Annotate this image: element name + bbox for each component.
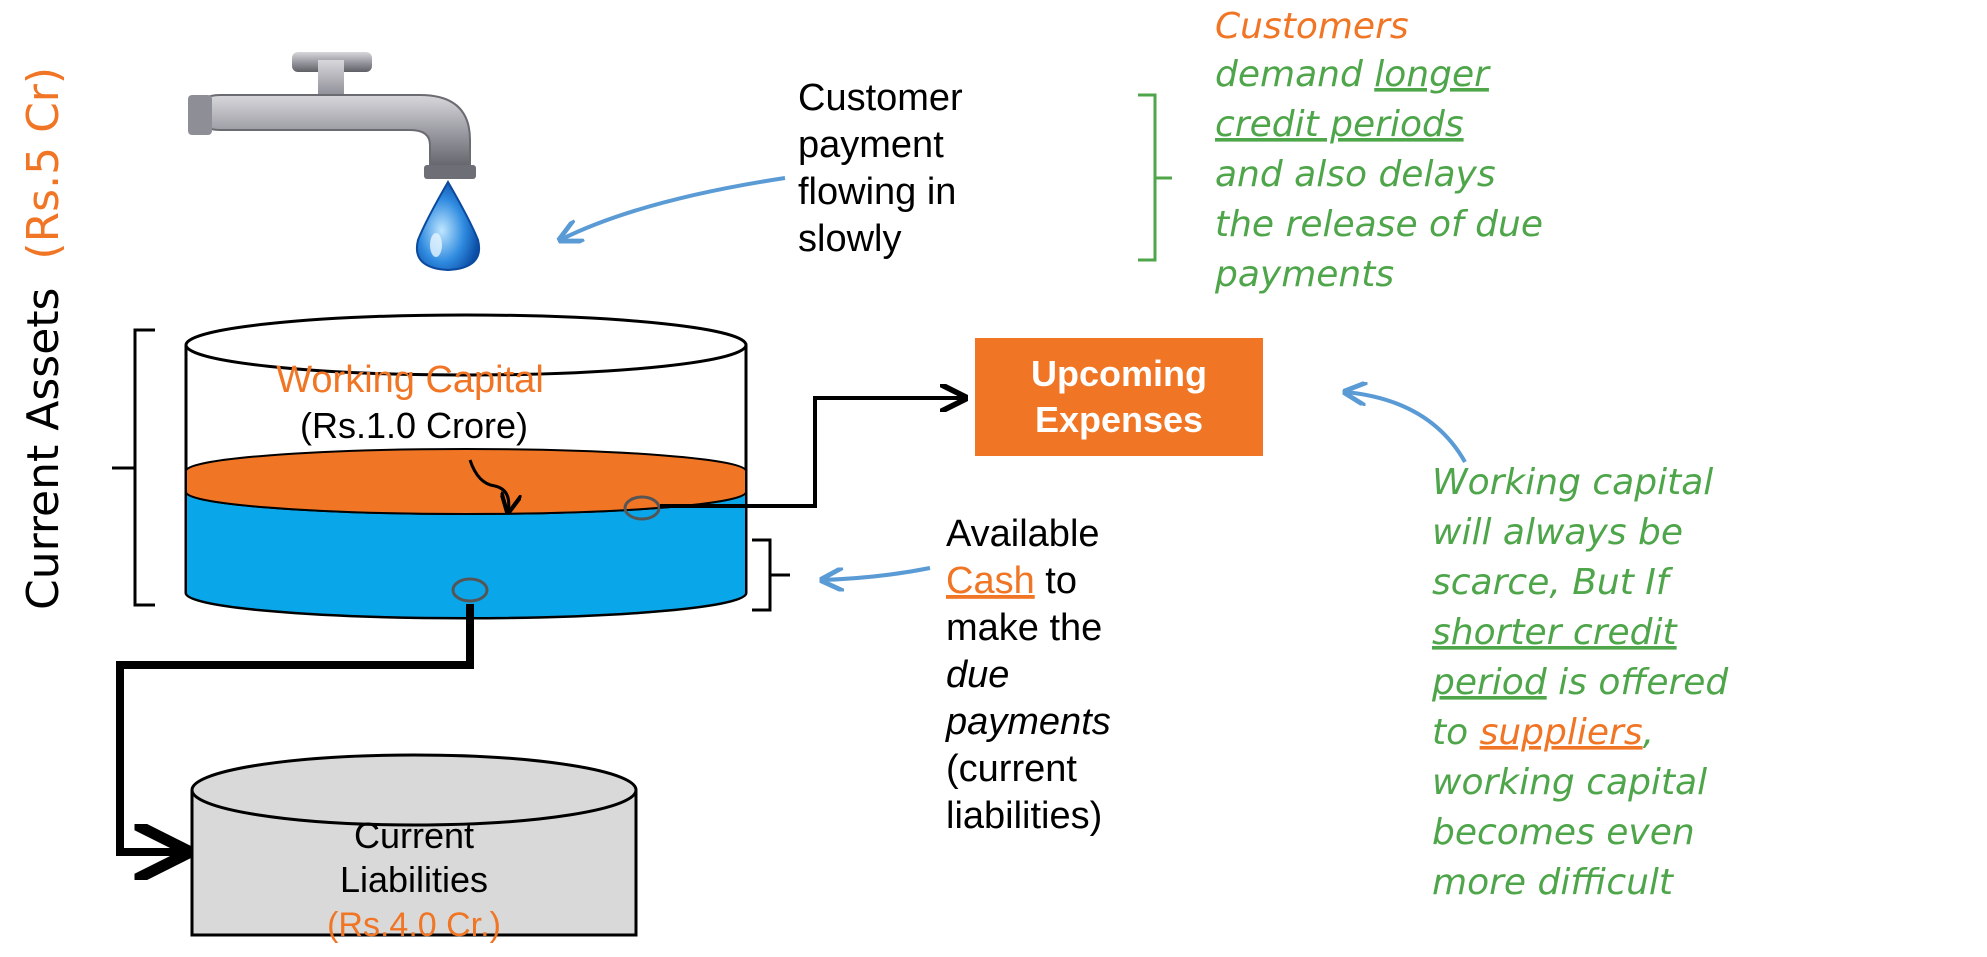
- current-liabilities-tank: [190, 753, 638, 937]
- upcoming-expenses-line-2: Expenses: [1035, 399, 1203, 440]
- cash-note-line-5: payments: [945, 701, 1111, 743]
- current-assets-value: (Rs.5 Cr): [18, 67, 69, 260]
- cash-note-line-1: Available: [946, 513, 1100, 555]
- wc-note-line-4: shorter credit: [1432, 612, 1679, 653]
- wc-note-line-2: will always be: [1432, 512, 1683, 553]
- wc-note-line-8: becomes even: [1432, 812, 1695, 853]
- cash-note-line-2b: to: [1035, 560, 1077, 602]
- customers-note-line-2a: demand: [1215, 54, 1374, 95]
- wc-note-line-7: working capital: [1432, 762, 1707, 803]
- customers-note-line-6: payments: [1214, 254, 1394, 295]
- working-capital-title: Working Capital: [276, 359, 544, 401]
- inflow-line-4: slowly: [798, 218, 901, 260]
- cash-note-line-3: make the: [946, 607, 1102, 649]
- wc-note-line-5a: period: [1431, 662, 1548, 703]
- cash-note-line-2a: Cash: [946, 560, 1035, 602]
- wc-note-line-6a: to: [1432, 712, 1480, 753]
- wc-note-line-5b: is offered: [1547, 662, 1730, 703]
- upcoming-expenses-line-1: Upcoming: [1031, 353, 1207, 394]
- inflow-line-1: Customer: [798, 77, 963, 119]
- liabilities-flow-line: [116, 604, 474, 852]
- inflow-arrow: [560, 176, 786, 240]
- wc-note-line-6c: ,: [1643, 712, 1654, 753]
- water-tap-icon: [188, 52, 476, 179]
- cash-note-line-4: due: [946, 654, 1009, 696]
- customers-note-line-3: credit periods: [1215, 104, 1464, 145]
- wc-note-line-9: more difficult: [1432, 862, 1675, 903]
- svg-text:to suppliers,: to suppliers,: [1432, 712, 1654, 753]
- inflow-line-3: flowing in: [798, 171, 956, 213]
- working-capital-note: Working capital will always be scarce, B…: [1431, 462, 1729, 903]
- expenses-arrow: [1345, 392, 1467, 463]
- customers-note-line-4: and also delays: [1215, 154, 1496, 195]
- current-assets-label: Current Assets (Rs.5 Cr): [18, 67, 69, 610]
- cash-bracket: [752, 538, 790, 612]
- liabilities-amount: (Rs.4.0 Cr.): [327, 906, 501, 944]
- liabilities-line-1: Current: [354, 815, 474, 856]
- water-drop-icon: [415, 180, 481, 272]
- cash-note-line-7: liabilities): [946, 795, 1102, 837]
- svg-text:Cash to: Cash to: [946, 560, 1077, 602]
- current-assets-text: Current Assets: [18, 288, 69, 610]
- wc-note-line-3: scarce, But If: [1432, 562, 1674, 603]
- working-capital-tank: [184, 313, 748, 620]
- customer-payment-note: Customer payment flowing in slowly: [798, 77, 963, 260]
- liabilities-line-2: Liabilities: [340, 859, 488, 900]
- customers-bracket: [1138, 93, 1172, 262]
- working-capital-amount: (Rs.1.0 Crore): [300, 405, 528, 446]
- inflow-line-2: payment: [798, 124, 944, 166]
- cash-outlet: [451, 577, 489, 603]
- cash-arrow: [822, 566, 931, 580]
- available-cash-note: Available Cash to make the due payments …: [945, 513, 1111, 837]
- customers-note-line-1: Customers: [1215, 6, 1409, 47]
- expenses-flow-line: [660, 398, 965, 508]
- wc-note-line-6b: suppliers: [1480, 712, 1643, 753]
- upcoming-expenses-box: [975, 338, 1263, 456]
- cash-note-line-6: (current: [946, 748, 1077, 790]
- customers-note: Customers demand longer credit periods a…: [1214, 6, 1543, 295]
- expenses-outlet: [623, 495, 661, 521]
- svg-text:demand longer: demand longer: [1215, 54, 1491, 95]
- working-capital-arrow: [468, 459, 509, 512]
- svg-text:period is offered: period is offered: [1431, 662, 1729, 703]
- wc-note-line-1: Working capital: [1432, 462, 1713, 503]
- current-assets-bracket: [112, 328, 155, 607]
- customers-note-line-2b: longer: [1374, 54, 1491, 95]
- customers-note-line-5: the release of due: [1215, 204, 1543, 245]
